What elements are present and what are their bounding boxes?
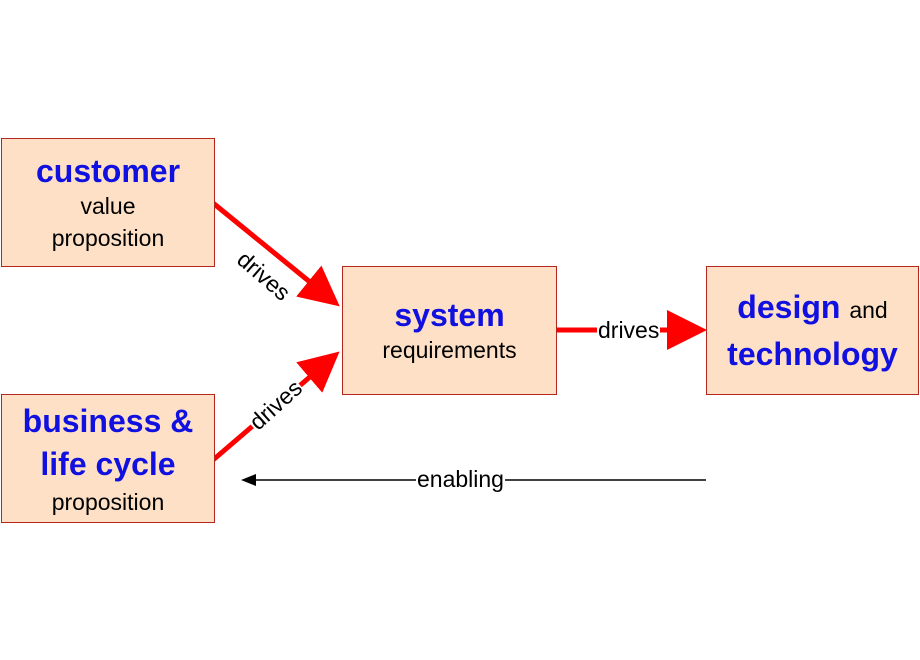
node-design: design and technology (706, 266, 919, 395)
node-business-line1: proposition (51, 488, 165, 515)
node-system: system requirements (342, 266, 557, 395)
node-business: business & life cycle proposition (1, 394, 215, 523)
node-customer: customer value proposition (1, 138, 215, 267)
node-system-line1: requirements (382, 336, 517, 363)
node-design-keyword1: design (737, 289, 841, 325)
node-design-keyword2: technology (727, 336, 898, 372)
node-design-line1: design and (737, 285, 887, 332)
edge-label-enabling: enabling (416, 466, 505, 492)
node-customer-keyword: customer (35, 152, 181, 189)
node-system-keyword: system (394, 296, 505, 333)
arrow-customer-to-system (211, 201, 340, 307)
node-business-keyword1: business & (22, 402, 194, 439)
node-customer-line1: value (80, 192, 136, 219)
node-customer-line2: proposition (51, 224, 165, 251)
node-design-connector: and (849, 297, 888, 323)
node-business-keyword2: life cycle (40, 445, 176, 482)
edge-label-system-to-design: drives (597, 317, 661, 343)
